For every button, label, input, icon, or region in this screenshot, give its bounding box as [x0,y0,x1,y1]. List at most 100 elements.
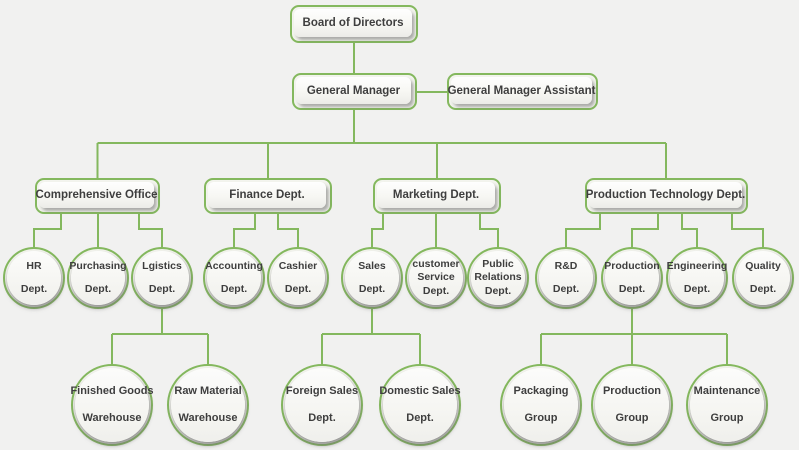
node-label-line: Packaging [513,384,569,397]
node-label-line: Public [482,258,514,271]
node-label-line: Dept. [618,283,646,295]
node-label-line: Dept. [220,283,248,295]
node-panel: Quality Dept. [736,251,790,305]
node-label: Marketing Dept. [392,189,480,201]
node-label-line: Dept. [84,283,112,295]
node-quality-dept[interactable]: Quality Dept. [732,247,794,309]
node-panel: Comprehensive Office [35,182,158,208]
node-panel: Foreign Sales Dept. [285,368,359,442]
node-label-line: Relations [474,271,522,284]
node-production-technology-dept[interactable]: Production Technology Dept. [585,178,748,214]
node-purchasing-dept[interactable]: Purchasing Dept. [67,247,129,309]
node-finance-dept[interactable]: Finance Dept. [204,178,332,214]
node-label-line: Raw Material [174,384,242,397]
node-production-group[interactable]: Production Group [591,364,673,446]
node-label-line: Dept. [422,284,450,297]
node-panel: Purchasing Dept. [69,251,127,305]
node-sales-dept[interactable]: Sales Dept. [341,247,403,309]
node-panel: Finance Dept. [208,182,326,208]
node-production-dept[interactable]: Production Dept. [601,247,663,309]
node-label: Finance Dept. [229,189,305,201]
node-finished-goods-warehouse[interactable]: Finished Goods Warehouse [70,364,154,446]
node-panel: Production Technology Dept. [586,182,745,208]
node-label: Production Technology Dept. [585,189,746,201]
node-foreign-sales-dept[interactable]: Foreign Sales Dept. [281,364,363,446]
node-label-line: Group [710,411,744,424]
node-label-line: Purchasing [69,259,127,272]
node-label: Board of Directors [302,17,404,29]
node-panel: General Manager Assistant [448,77,595,104]
node-customer-service-dept[interactable]: customer Service Dept. [405,247,467,309]
node-domestic-sales-dept[interactable]: Domestic Sales Dept. [379,364,461,446]
node-label-line: Group [524,411,558,424]
node-label-line: Foreign Sales [285,384,359,397]
node-label-line: Dept. [308,411,336,424]
node-label-line: Accounting [205,259,263,272]
node-label-line: R&D [554,259,578,272]
node-label-line: Warehouse [178,411,238,424]
node-panel: General Manager [296,77,411,104]
node-comprehensive-office[interactable]: Comprehensive Office [35,178,160,214]
node-label-line: Lgistics [142,259,182,272]
node-label-line: Sales [358,259,386,272]
node-panel: Finished Goods Warehouse [70,368,154,442]
node-label: General Manager [306,84,401,97]
node-engineering-dept[interactable]: Engineering Dept. [666,247,728,309]
node-panel: Lgistics Dept. [135,251,189,305]
node-lgistics-dept[interactable]: Lgistics Dept. [131,247,193,309]
node-label-line: Warehouse [82,411,142,424]
node-board-of-directors[interactable]: Board of Directors [290,5,418,43]
node-label-line: Dept. [484,284,512,297]
node-general-manager-assistant[interactable]: General Manager Assistant [447,73,598,110]
node-label-line: Dept. [20,283,48,295]
node-label-line: Domestic Sales [379,384,461,397]
node-label-line: Dept. [406,411,434,424]
node-panel: Production Group [595,368,669,442]
node-label-line: Cashier [278,259,318,272]
node-label: Comprehensive Office [35,189,158,201]
node-label: General Manager Assistant [447,84,596,97]
node-label-line: Engineering [666,259,728,272]
node-panel: Public Relations Dept. [471,251,525,305]
node-label-line: Dept. [358,283,386,295]
node-label-line: Finished Goods [70,384,154,397]
node-raw-material-warehouse[interactable]: Raw Material Warehouse [167,364,249,446]
node-label-line: Maintenance [693,384,761,397]
node-general-manager[interactable]: General Manager [292,73,417,110]
node-panel: Sales Dept. [345,251,399,305]
node-label-line: Group [615,411,649,424]
node-hr-dept[interactable]: HR Dept. [3,247,65,309]
node-panel: Production Dept. [604,251,660,305]
node-label-line: Quality [745,259,781,272]
node-panel: customer Service Dept. [409,251,463,305]
node-maintenance-group[interactable]: Maintenance Group [686,364,768,446]
node-panel: Marketing Dept. [377,182,495,208]
node-public-relations-dept[interactable]: Public Relations Dept. [467,247,529,309]
node-label-line: Production [604,259,660,272]
node-panel: Cashier Dept. [271,251,325,305]
node-panel: Accounting Dept. [205,251,263,305]
node-label-line: HR [26,259,42,272]
node-panel: Engineering Dept. [667,251,727,305]
node-panel: Raw Material Warehouse [171,368,245,442]
node-label-line: Dept. [749,283,777,295]
node-panel: HR Dept. [7,251,61,305]
node-cashier-dept[interactable]: Cashier Dept. [267,247,329,309]
node-panel: Packaging Group [504,368,578,442]
node-label-line: Dept. [552,283,580,295]
node-panel: Maintenance Group [690,368,764,442]
node-accounting-dept[interactable]: Accounting Dept. [203,247,265,309]
node-label-line: Dept. [284,283,312,295]
node-label-line: Service [417,271,455,284]
node-rd-dept[interactable]: R&D Dept. [535,247,597,309]
node-label-line: Dept. [683,283,711,295]
node-panel: Domestic Sales Dept. [379,368,461,442]
node-packaging-group[interactable]: Packaging Group [500,364,582,446]
node-panel: Board of Directors [294,9,412,37]
node-panel: R&D Dept. [539,251,593,305]
node-marketing-dept[interactable]: Marketing Dept. [373,178,501,214]
node-label-line: Production [602,384,662,397]
node-label-line: Dept. [148,283,176,295]
